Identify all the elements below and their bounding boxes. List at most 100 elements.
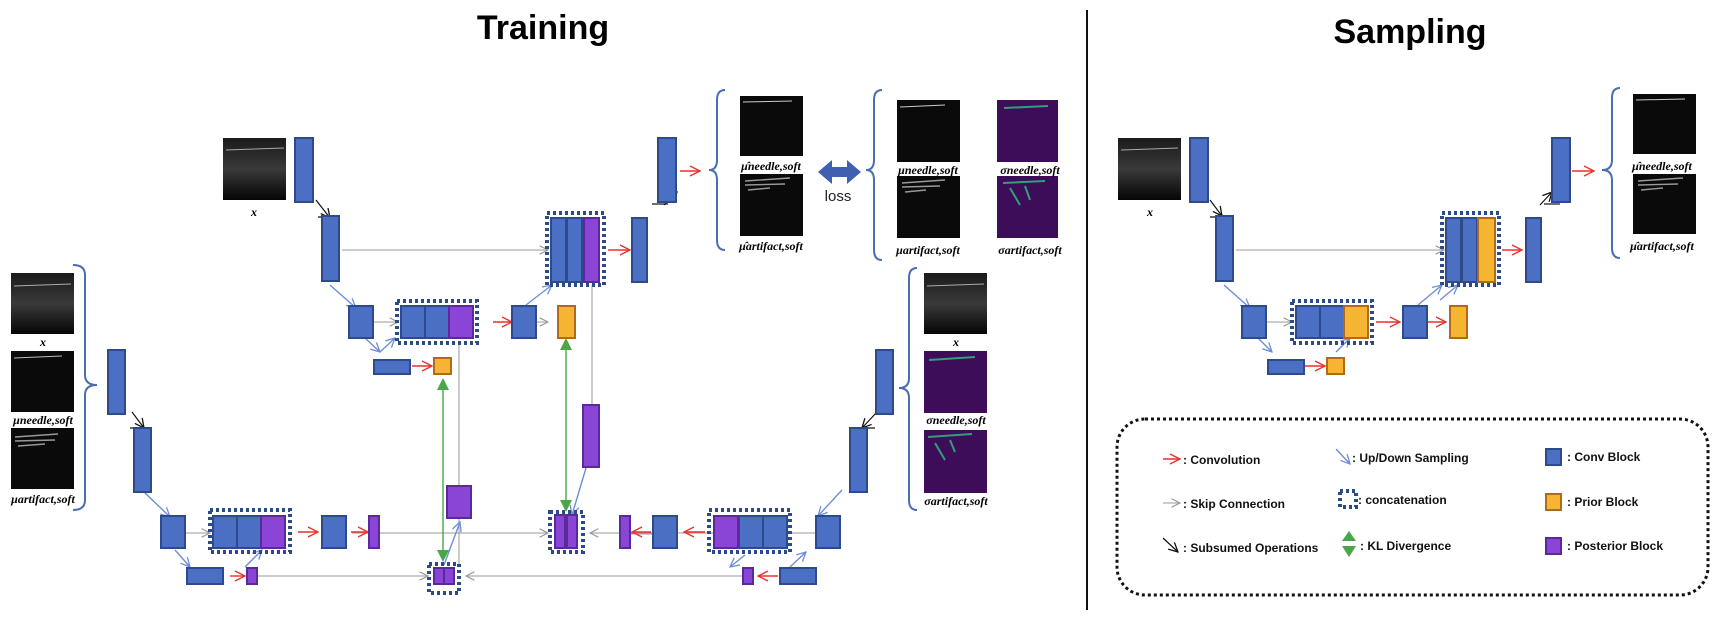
muhat-artifact-label: μ̂artifact,soft bbox=[738, 239, 803, 253]
loss-label: loss bbox=[825, 188, 852, 205]
conv-block bbox=[212, 515, 238, 549]
sigma-artifact-label: σartifact,soft bbox=[998, 243, 1062, 257]
artifact-pred-image bbox=[1633, 174, 1696, 234]
legend-conv-block: : Conv Block bbox=[1567, 450, 1641, 464]
conv-block bbox=[186, 567, 224, 585]
ultrasound-image bbox=[1118, 138, 1181, 200]
conv-block bbox=[373, 359, 411, 375]
x-label: x bbox=[952, 335, 959, 349]
posterior-block bbox=[246, 567, 258, 585]
conv-block bbox=[652, 515, 678, 549]
ultrasound-images-training bbox=[11, 96, 1058, 493]
posterior-block bbox=[713, 515, 739, 549]
subsumed-icon bbox=[1162, 537, 1178, 552]
conv-block bbox=[294, 137, 314, 203]
sigma-artifact-label: σartifact,soft bbox=[924, 494, 988, 508]
conv-block bbox=[631, 217, 648, 283]
training-title: Training bbox=[477, 9, 609, 47]
sampling-blocks bbox=[1189, 137, 1571, 375]
posterior-block bbox=[742, 567, 754, 585]
conv-block bbox=[738, 515, 764, 549]
ultrasound-image bbox=[924, 273, 987, 334]
conv-block bbox=[1267, 359, 1305, 375]
legend-kl: : KL Divergence bbox=[1360, 539, 1451, 553]
needle-pred-image bbox=[1633, 94, 1696, 154]
conv-block bbox=[1215, 215, 1234, 282]
posterior-block bbox=[554, 514, 566, 549]
prior-block bbox=[1343, 305, 1369, 339]
x-label: x bbox=[39, 335, 46, 349]
needle-map-image bbox=[11, 351, 74, 412]
conv-block bbox=[1189, 137, 1209, 203]
prior-block bbox=[1477, 217, 1496, 283]
conv-block bbox=[321, 215, 340, 282]
prior-block bbox=[1449, 305, 1468, 339]
conv-block bbox=[160, 515, 186, 549]
prior-block bbox=[1326, 357, 1345, 375]
conv-block bbox=[321, 515, 347, 549]
artifact-gt-image bbox=[897, 176, 960, 238]
sigma-needle-label: σneedle,soft bbox=[926, 413, 986, 427]
ultrasound-image bbox=[223, 138, 286, 200]
training-blocks bbox=[107, 137, 894, 585]
mu-artifact-label: μartifact,soft bbox=[895, 243, 960, 257]
posterior-block-icon bbox=[1545, 537, 1562, 555]
artifact-sigma-image bbox=[997, 176, 1058, 238]
legend-prior-block: : Prior Block bbox=[1567, 495, 1639, 509]
needle-pred-image bbox=[740, 96, 803, 156]
prior-block-icon bbox=[1545, 493, 1562, 511]
conv-block bbox=[1461, 217, 1478, 283]
kl-divergence-arrows bbox=[437, 338, 572, 562]
mu-needle-label: μneedle,soft bbox=[12, 413, 73, 427]
posterior-block bbox=[446, 485, 472, 519]
kl-divergence-icon bbox=[1342, 531, 1356, 557]
artifact-sigma-image bbox=[924, 430, 987, 493]
conv-block bbox=[1295, 305, 1321, 339]
posterior-block bbox=[260, 515, 286, 549]
artifact-map-image bbox=[11, 428, 74, 489]
conv-block bbox=[400, 305, 426, 339]
muhat-artifact-label: μ̂artifact,soft bbox=[1629, 239, 1694, 253]
legend-posterior-block: : Posterior Block bbox=[1567, 539, 1663, 553]
conv-block bbox=[1525, 217, 1542, 283]
legend-subsumed: : Subsumed Operations bbox=[1183, 541, 1319, 555]
concat-boxes-training bbox=[208, 211, 792, 595]
conv-block bbox=[1445, 217, 1462, 283]
needle-gt-image bbox=[897, 100, 960, 162]
posterior-block bbox=[368, 515, 380, 549]
braces-training bbox=[72, 89, 918, 511]
conv-block bbox=[815, 515, 841, 549]
posterior-block bbox=[443, 567, 455, 585]
conv-block bbox=[107, 349, 126, 415]
conv-block bbox=[348, 305, 374, 339]
sampling-lines bbox=[1209, 171, 1594, 366]
sampling-images bbox=[1118, 87, 1696, 259]
conv-block bbox=[424, 305, 450, 339]
conv-block bbox=[133, 427, 152, 493]
legend-items: : Convolution : Up/Down Sampling : Conv … bbox=[1162, 448, 1663, 557]
sampling-title: Sampling bbox=[1333, 13, 1486, 51]
conv-block bbox=[762, 515, 788, 549]
ultrasound-image bbox=[11, 273, 74, 334]
conv-block-icon bbox=[1545, 448, 1562, 466]
conv-block bbox=[1319, 305, 1345, 339]
conv-block bbox=[849, 427, 868, 493]
x-label: x bbox=[1146, 205, 1153, 219]
conv-block bbox=[779, 567, 817, 585]
artifact-pred-image bbox=[740, 174, 803, 236]
conv-block bbox=[511, 305, 537, 339]
legend-concatenation: : concatenation bbox=[1358, 493, 1447, 507]
x-label: x bbox=[250, 205, 257, 219]
conv-block bbox=[1241, 305, 1267, 339]
posterior-block bbox=[433, 567, 445, 585]
legend-updown: : Up/Down Sampling bbox=[1352, 451, 1469, 465]
muhat-needle-label: μ̂needle,soft bbox=[740, 159, 801, 173]
muhat-needle-label: μ̂needle,soft bbox=[1631, 159, 1692, 173]
updown-icon bbox=[1335, 448, 1350, 464]
conv-block bbox=[550, 217, 567, 283]
convolution-arrows-training bbox=[230, 171, 778, 576]
conv-block bbox=[566, 217, 583, 283]
mu-needle-label: μneedle,soft bbox=[897, 163, 958, 177]
posterior-block bbox=[583, 217, 600, 283]
